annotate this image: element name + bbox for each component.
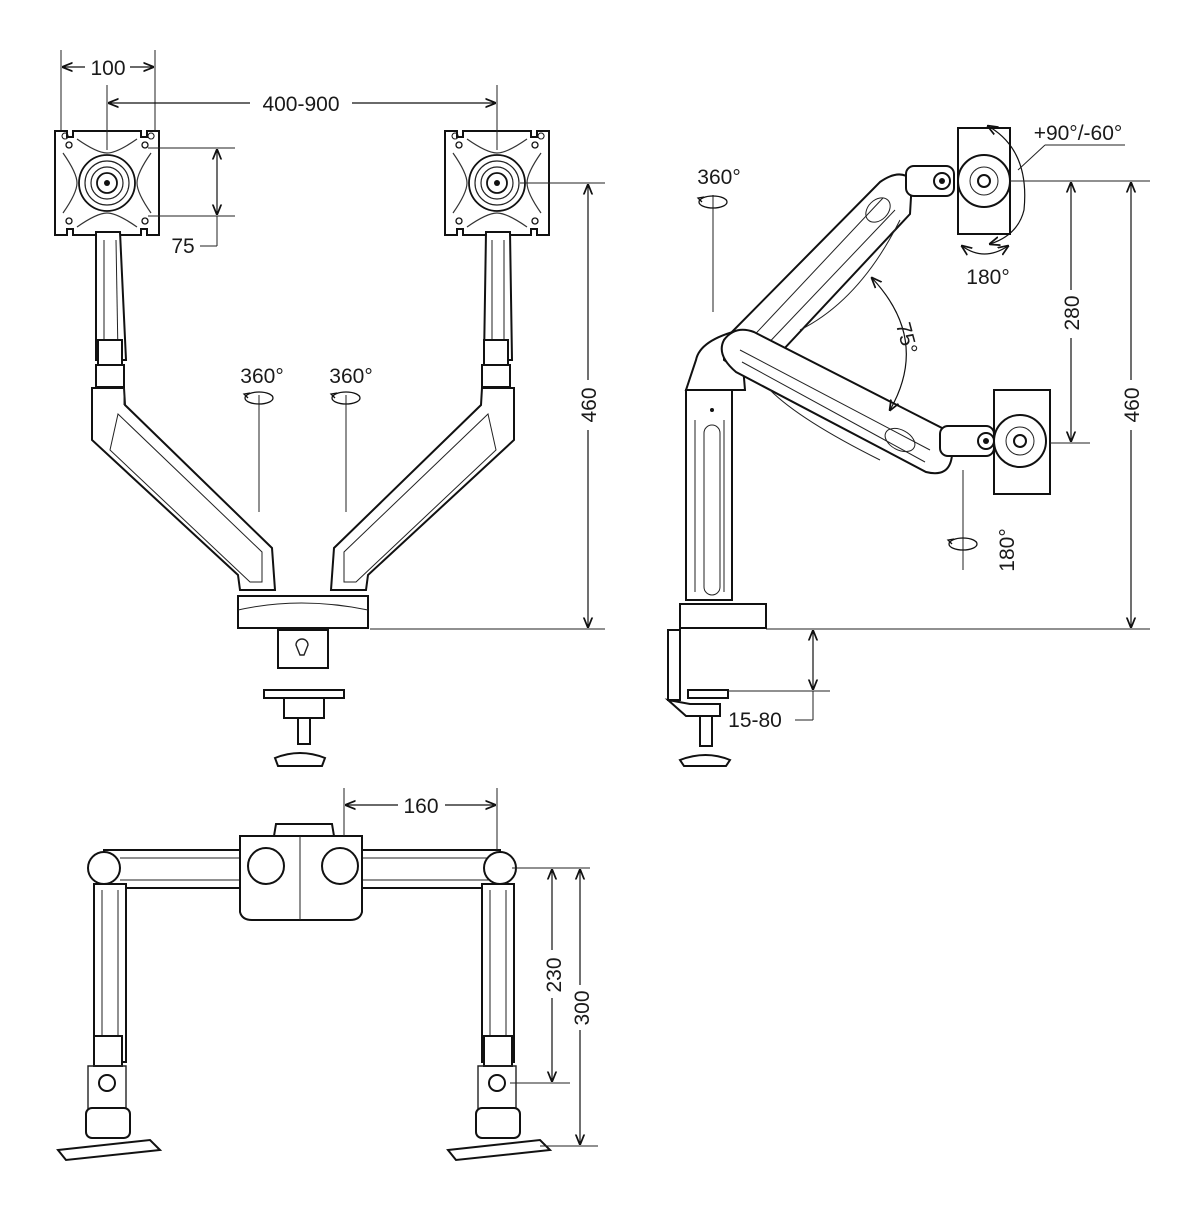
side-base-clamp: [664, 603, 767, 767]
side-view: 360° 180° +90°/-60° 180° 75° 280: [664, 122, 1150, 767]
dim-side-clamp-range-label: 15-80: [728, 709, 782, 732]
side-rot-pole-label: 360°: [697, 166, 740, 189]
front-rot-left-label: 360°: [240, 365, 283, 388]
left-diagonal-arm: [91, 387, 277, 591]
side-tilt-label: +90°/-60°: [1034, 122, 1123, 145]
dim-side-height-label: 460: [1121, 387, 1144, 422]
dim-front-height: 460: [370, 182, 605, 630]
side-rotation-pole: 360°: [697, 166, 741, 312]
side-swivel-top-label: 180°: [966, 266, 1009, 289]
dim-top-arm-outer-label: 300: [571, 990, 594, 1025]
front-view: 360° 360° 100 400-900: [54, 50, 605, 767]
dim-side-height: 460: [766, 183, 1150, 630]
dim-top-arm-inner: 230: [510, 867, 590, 1084]
dim-top-offset-label: 160: [403, 795, 438, 818]
dim-side-vertical-travel: 280: [1010, 180, 1150, 444]
top-left-vertical-arm: [56, 883, 163, 1162]
top-right-vertical-arm: [446, 883, 553, 1162]
dim-front-vesa-width-label: 100: [90, 57, 125, 80]
side-swivel-bottom-label: 180°: [996, 528, 1019, 571]
side-rotation-bottom: 180°: [947, 470, 1019, 572]
right-upright-arm: [481, 231, 514, 388]
dim-side-clamp-range: 15-80: [728, 631, 830, 732]
dim-front-vesa-height-label: 75: [171, 235, 194, 258]
front-rotation-left: 360°: [240, 365, 284, 512]
dim-top-arm-outer: 300: [540, 870, 598, 1147]
side-bottom-head: [939, 389, 1051, 495]
side-top-head: [905, 127, 1011, 235]
top-center-hub: [239, 823, 363, 921]
side-lower-arm: [720, 328, 954, 475]
side-pole: [684, 328, 747, 601]
side-arm-angle-label: 75°: [891, 320, 921, 357]
right-diagonal-arm: [329, 387, 515, 591]
dim-top-offset: 160: [343, 788, 498, 850]
left-upright-arm: [95, 231, 128, 388]
dim-front-vesa-height: 75: [148, 147, 235, 258]
dim-front-vesa-width: 100: [60, 50, 156, 130]
dim-front-span: 400-900: [106, 85, 498, 150]
dim-front-span-label: 400-900: [262, 93, 339, 116]
side-tilt-indicator: +90°/-60° 180°: [962, 122, 1125, 289]
dim-top-arm-inner-label: 230: [543, 957, 566, 992]
front-base: [237, 595, 369, 767]
front-rot-right-label: 360°: [329, 365, 372, 388]
side-arm-angle: 75°: [872, 278, 921, 410]
front-rotation-right: 360°: [329, 365, 373, 512]
top-view: 160 230 300: [56, 788, 598, 1162]
dim-front-height-label: 460: [578, 387, 601, 422]
dim-side-vertical-travel-label: 280: [1061, 295, 1084, 330]
